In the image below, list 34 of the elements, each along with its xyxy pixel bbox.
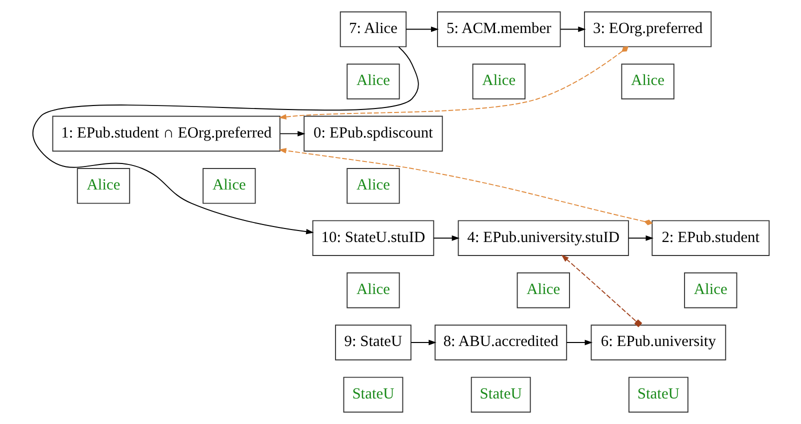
arrow xyxy=(410,340,436,346)
node-box: 0: EPub.spdiscount xyxy=(303,116,442,152)
node-box: 10: StateU.stuID xyxy=(312,220,434,256)
arrow xyxy=(628,235,653,241)
arrow xyxy=(432,235,460,241)
node-box: 4: EPub.university.stuID xyxy=(457,220,628,256)
node-box: 5: ACM.member xyxy=(436,11,560,48)
node-box: Alice xyxy=(472,64,525,100)
node-box: 6: EPub.university xyxy=(590,324,726,360)
arrow xyxy=(278,46,628,120)
node-box: 7: Alice xyxy=(339,11,406,48)
arrow xyxy=(405,26,438,32)
arrow xyxy=(279,130,305,136)
node-box: Alice xyxy=(76,168,130,204)
arrow xyxy=(560,254,642,328)
node-box: 2: EPub.student xyxy=(651,220,770,256)
node-box: 3: EOrg.preferred xyxy=(584,11,712,48)
node-box: 9: StateU xyxy=(334,324,411,360)
node-box: 8: ABU.accredited xyxy=(434,324,567,360)
node-box: Alice xyxy=(202,168,256,204)
node-box: StateU xyxy=(342,376,403,413)
node-box: StateU xyxy=(628,376,688,413)
node-box: Alice xyxy=(516,272,570,308)
node-box: 1: EPub.student ∩ EOrg.preferred xyxy=(52,116,280,152)
arrow xyxy=(560,26,586,32)
arrow xyxy=(566,340,592,346)
node-box: Alice xyxy=(346,272,400,308)
arrow xyxy=(278,148,652,226)
node-box: StateU xyxy=(470,376,530,413)
node-box: Alice xyxy=(620,64,674,100)
node-box: Alice xyxy=(346,64,400,100)
node-box: Alice xyxy=(346,168,400,204)
node-box: Alice xyxy=(684,272,737,308)
arrow xyxy=(32,46,418,234)
